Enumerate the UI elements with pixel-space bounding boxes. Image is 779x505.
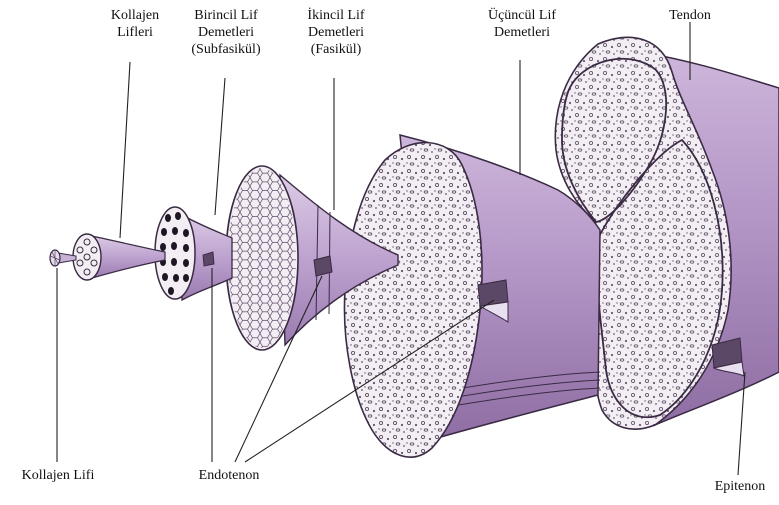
leader-birincil (215, 78, 225, 215)
label-kollajen-lifleri: Kollajen Lifleri (95, 7, 175, 41)
collagen-fiber-cross-section (73, 234, 101, 280)
leader-kollajen-lifleri (120, 62, 130, 238)
collagen-fiber-cone (92, 236, 165, 278)
label-birincil-lif-demetleri: Birincil Lif Demetleri (Subfasikül) (172, 7, 280, 58)
endotenon-flap-subfascicle (203, 252, 214, 266)
label-tendon: Tendon (660, 7, 720, 24)
endotenon-flap-tertiary (478, 280, 508, 306)
endotenon-flap-fascicle (314, 256, 332, 276)
tertiary-bundle-segment (344, 135, 600, 457)
label-ucuncul-lif-demetleri: Üçüncül Lif Demetleri (478, 7, 566, 41)
subfascicle-segment (155, 207, 232, 300)
label-kollajen-lifi: Kollajen Lifi (6, 467, 110, 484)
collagen-fibril-segment (50, 250, 76, 266)
label-epitenon: Epitenon (704, 478, 776, 495)
collagen-fiber-segment (73, 234, 165, 280)
label-ikincil-lif-demetleri: İkincil Lif Demetleri (Fasikül) (295, 7, 377, 58)
label-endotenon: Endotenon (188, 467, 270, 484)
